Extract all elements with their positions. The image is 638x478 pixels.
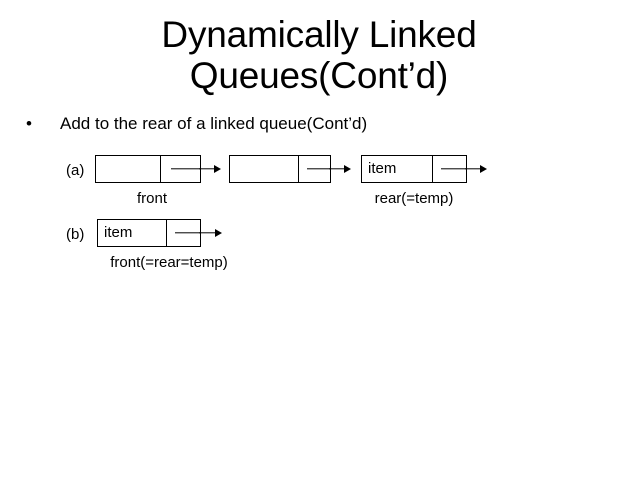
queue-node-a1 (95, 155, 201, 183)
link-arrow-head-b1 (215, 229, 222, 237)
queue-node-a3: item (361, 155, 467, 183)
queue-node-a3-data: item (368, 160, 397, 177)
link-arrow-head-a2 (344, 165, 351, 173)
link-arrow-shaft-a2 (306, 168, 331, 170)
page-title: Dynamically Linked Queues(Cont’d) (0, 14, 638, 96)
queue-node-a2 (229, 155, 331, 183)
link-arrow-shaft-a3 (440, 168, 467, 170)
link-arrow-shaft-a2-ext (329, 168, 346, 170)
queue-node-b1: item (97, 219, 201, 247)
link-arrow-shaft-a1-ext (199, 168, 216, 170)
title-line-1: Dynamically Linked (161, 14, 477, 55)
queue-node-a2-link (297, 156, 331, 182)
title-line-2: Queues(Cont’d) (189, 55, 449, 96)
link-arrow-shaft-a3-ext (465, 168, 482, 170)
queue-node-b1-data: item (104, 224, 133, 241)
queue-node-a2-data (230, 156, 298, 182)
diagram-row-marker-b: (b) (66, 226, 85, 243)
link-arrow-head-a1 (214, 165, 221, 173)
bullet-list-item: • Add to the rear of a linked queue(Cont… (20, 113, 620, 135)
diagram-row-marker-a: (a) (66, 162, 85, 179)
link-arrow-head-a3 (480, 165, 487, 173)
bullet-item-label: Add to the rear of a linked queue(Cont’d… (60, 114, 368, 133)
link-arrow-shaft-a1 (170, 168, 201, 170)
queue-node-a3-link (431, 156, 467, 182)
queue-node-a1-link (159, 156, 201, 182)
queue-node-b1-link (165, 220, 201, 246)
caption-front: front (136, 190, 167, 207)
link-arrow-shaft-b1 (174, 232, 201, 234)
queue-node-a1-data (96, 156, 160, 182)
caption-front-rear-temp: front(=rear=temp) (110, 254, 228, 271)
link-arrow-shaft-b1-ext (199, 232, 217, 234)
caption-rear-temp: rear(=temp) (374, 190, 454, 207)
bullet-marker-icon: • (26, 114, 32, 133)
